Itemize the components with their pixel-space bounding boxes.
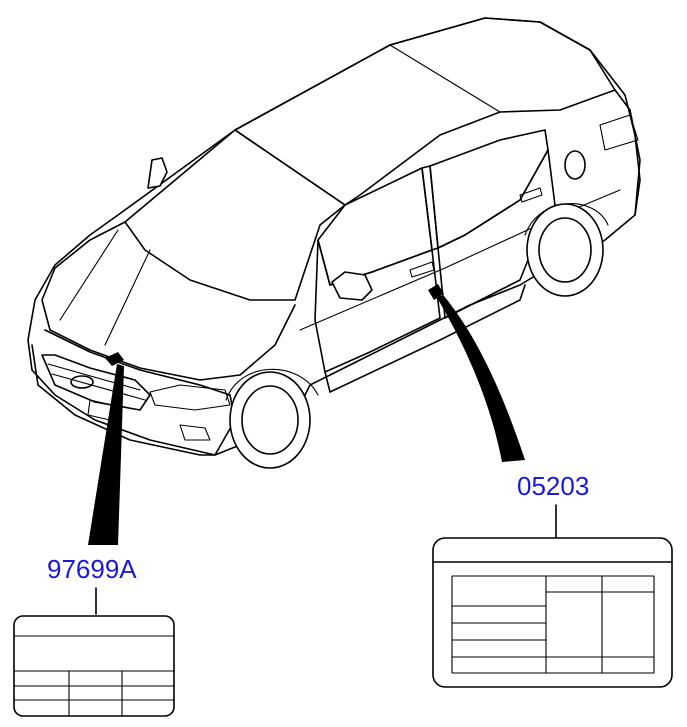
brand-emblem xyxy=(70,375,94,389)
hood-label-marker xyxy=(105,352,124,366)
hood-label-illustration xyxy=(13,615,175,717)
fog-lamp xyxy=(179,424,211,441)
rear-wheel xyxy=(524,203,609,297)
grille xyxy=(41,354,151,411)
car-illustration xyxy=(27,17,641,469)
front-wheel xyxy=(225,368,319,469)
hood-label-leader xyxy=(88,364,124,545)
side-character-line xyxy=(299,189,621,331)
hood-label-part-number[interactable]: 97699A xyxy=(47,554,137,584)
side-sill xyxy=(324,284,526,393)
headlamp-left xyxy=(149,384,231,411)
tail-lamp xyxy=(599,114,639,151)
rear-door-handle xyxy=(519,187,543,203)
roof-center-line xyxy=(389,44,501,113)
door-label-illustration xyxy=(432,537,673,688)
hood xyxy=(41,221,296,381)
door-label-leader xyxy=(436,296,525,462)
front-bumper xyxy=(31,329,236,456)
windshield xyxy=(124,129,346,301)
left-mirror xyxy=(147,157,168,189)
front-door-handle xyxy=(409,261,435,278)
side-mirror xyxy=(331,271,373,301)
fuel-door xyxy=(564,150,586,180)
trunk-edge xyxy=(614,89,641,216)
grille-bars xyxy=(47,363,146,401)
door-label-part-number[interactable]: 05203 xyxy=(517,471,589,501)
hood-crease xyxy=(59,229,151,346)
